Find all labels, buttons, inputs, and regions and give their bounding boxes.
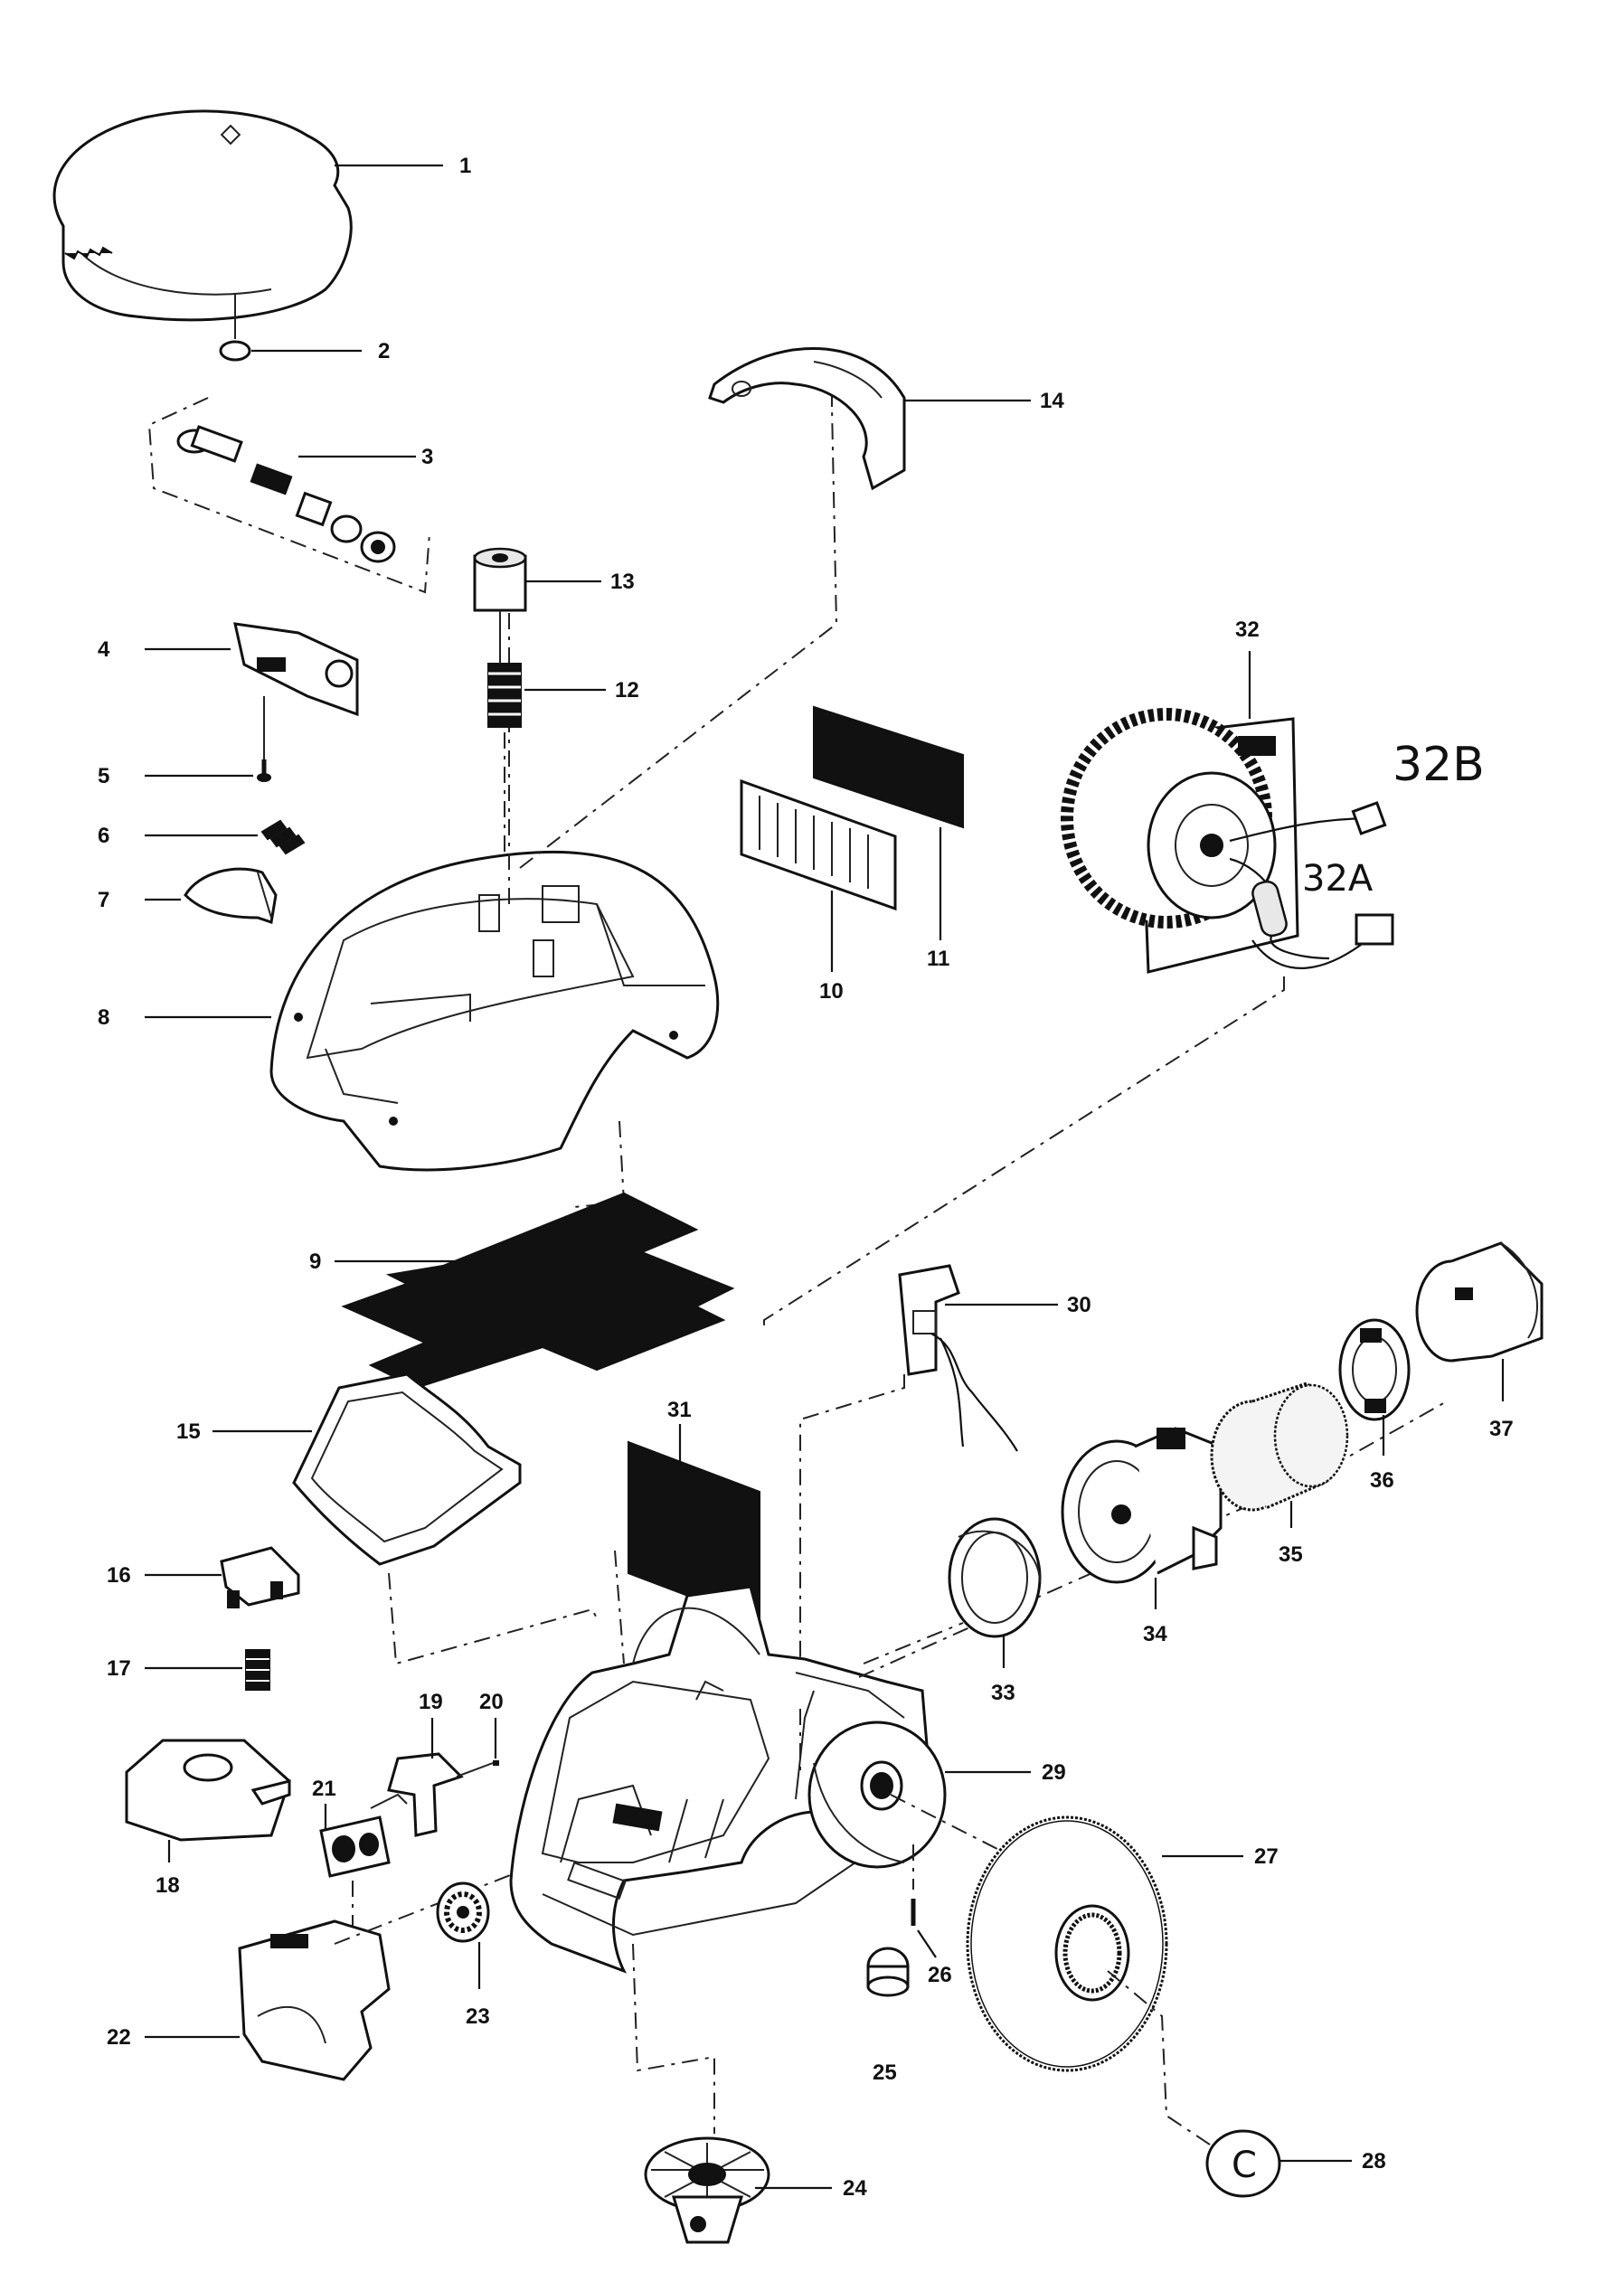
label-13: 13 (610, 570, 635, 594)
label-4: 4 (98, 637, 110, 662)
label-23: 23 (466, 2004, 490, 2029)
part-32-cord-reel (1061, 708, 1394, 974)
label-12: 12 (615, 678, 639, 703)
label-11: 11 (927, 947, 949, 971)
part-17-spring (245, 1649, 270, 1691)
part-9-gasket (341, 1192, 735, 1390)
part-8-upper-housing (269, 850, 720, 1172)
part-25-knob (866, 1947, 910, 1997)
part-3-latch-kit (147, 397, 430, 594)
label-24: 24 (843, 2176, 867, 2201)
part-14-handle (708, 346, 906, 491)
label-26: 26 (928, 1963, 952, 1987)
label-31: 31 (667, 1398, 692, 1422)
label-1: 1 (459, 154, 471, 178)
handwritten-32b: 32B (1393, 738, 1485, 792)
part-15-bag-holder (292, 1372, 522, 1566)
part-16-clip (220, 1546, 300, 1608)
part-7-release-button (184, 867, 278, 924)
label-6: 6 (98, 824, 109, 848)
cap-letter: C (1232, 2145, 1257, 2186)
label-2: 2 (378, 339, 390, 363)
part-34-motor (1061, 1427, 1223, 1584)
label-20: 20 (479, 1690, 504, 1714)
label-22: 22 (107, 2025, 131, 2050)
part-12-spring (487, 663, 522, 728)
leader-26 (917, 1929, 937, 1958)
part-35-foam-sleeve (1210, 1381, 1349, 1512)
label-32: 32 (1235, 618, 1260, 642)
part-1-top-lid (52, 109, 353, 322)
label-37: 37 (1489, 1417, 1514, 1441)
label-34: 34 (1143, 1622, 1167, 1646)
part-29-side-plate (807, 1721, 947, 1869)
label-28: 28 (1362, 2149, 1386, 2174)
part-18-cover (125, 1739, 291, 1842)
label-16: 16 (107, 1563, 131, 1588)
label-33: 33 (991, 1681, 1015, 1705)
label-3: 3 (421, 445, 433, 469)
part-19-latch (370, 1752, 464, 1837)
part-27-rear-wheel (966, 1815, 1168, 2072)
handwritten-32a: 32A (1302, 858, 1374, 900)
part-36-holder (1338, 1318, 1411, 1421)
part-21-bracket (319, 1815, 391, 1878)
part-4-bracket (233, 622, 359, 717)
label-5: 5 (98, 764, 109, 788)
part-13-knob (473, 547, 527, 612)
part-11-filter (813, 705, 964, 829)
label-14: 14 (1040, 389, 1064, 413)
part-2-washer (219, 340, 251, 362)
part-33-seal-ring (948, 1517, 1042, 1638)
label-25: 25 (873, 2060, 897, 2085)
label-15: 15 (176, 1419, 201, 1444)
label-9: 9 (309, 1249, 321, 1274)
label-27: 27 (1254, 1844, 1279, 1869)
label-7: 7 (98, 888, 109, 912)
label-36: 36 (1370, 1468, 1394, 1493)
label-29: 29 (1042, 1760, 1066, 1785)
part-23-wheel (436, 1881, 490, 1943)
part-30-switch (898, 1264, 1018, 1452)
part-10-grille (740, 778, 897, 911)
label-18: 18 (156, 1873, 180, 1898)
label-10: 10 (819, 979, 844, 1004)
label-30: 30 (1067, 1293, 1091, 1317)
part-37-motor-cover (1415, 1241, 1544, 1363)
part-22-front-panel (238, 1919, 391, 2081)
part-6-spring (260, 819, 306, 855)
label-17: 17 (107, 1656, 131, 1681)
part-24-swivel-wheel (644, 2136, 770, 2244)
label-21: 21 (312, 1777, 336, 1801)
part-28-hub-cap: C (1205, 2129, 1281, 2198)
label-19: 19 (419, 1690, 443, 1714)
part-5-screw (257, 773, 271, 782)
label-8: 8 (98, 1005, 109, 1030)
label-35: 35 (1279, 1542, 1303, 1567)
